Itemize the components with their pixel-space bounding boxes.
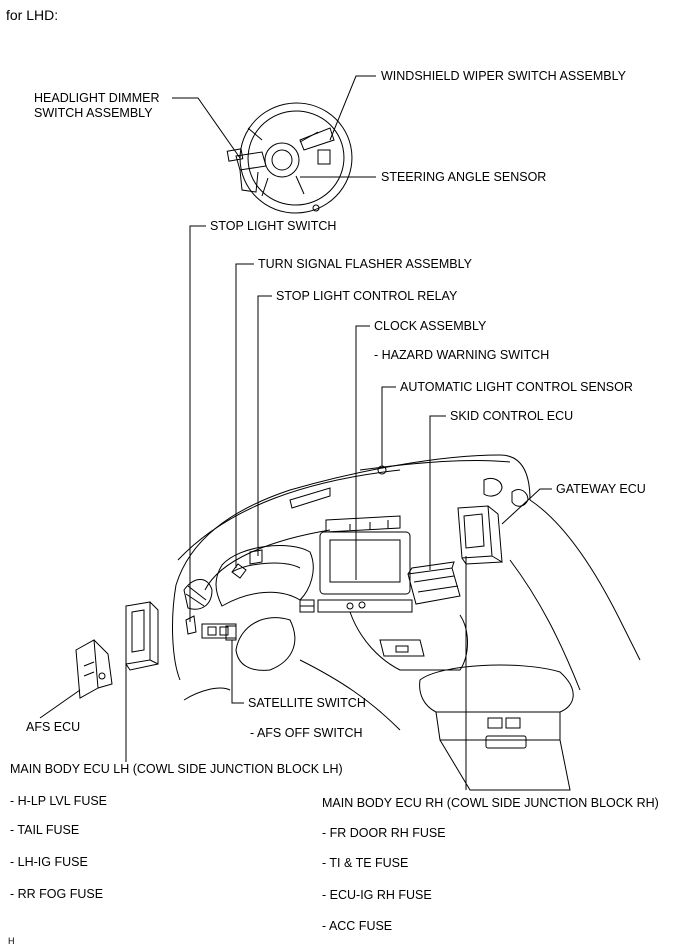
label-steering-angle-sensor: STEERING ANGLE SENSOR — [381, 170, 547, 184]
rh-fuse-item: - TI & TE FUSE — [322, 856, 409, 870]
leader-skid — [430, 416, 446, 570]
label-windshield-wiper: WINDSHIELD WIPER SWITCH ASSEMBLY — [381, 69, 626, 83]
rh-fuse-item: - ECU-IG RH FUSE — [322, 888, 432, 902]
leader-headlight — [172, 98, 240, 158]
label-headlight-dimmer-line2: SWITCH ASSEMBLY — [34, 106, 153, 120]
label-gateway-ecu: GATEWAY ECU — [556, 482, 646, 496]
label-clock-assembly: CLOCK ASSEMBLY — [374, 319, 487, 333]
lh-fuse-item: - H-LP LVL FUSE — [10, 794, 108, 808]
leader-gateway — [502, 489, 552, 524]
label-main-body-ecu-rh: MAIN BODY ECU RH (COWL SIDE JUNCTION BLO… — [322, 796, 659, 810]
leader-stop-light-relay — [258, 296, 272, 556]
leader-stop-light-switch — [190, 226, 206, 622]
label-headlight-dimmer: HEADLIGHT DIMMER — [34, 91, 160, 105]
rh-fuse-item: - ACC FUSE — [322, 919, 393, 933]
steering-wheel — [227, 93, 362, 224]
label-automatic-light-sensor: AUTOMATIC LIGHT CONTROL SENSOR — [400, 380, 633, 394]
label-satellite-switch: SATELLITE SWITCH — [248, 696, 366, 710]
skid-control-ecu — [408, 562, 460, 604]
leader-wiper — [330, 76, 376, 140]
label-skid-control-ecu: SKID CONTROL ECU — [450, 409, 574, 423]
figure-code: H — [8, 936, 15, 946]
lh-fuse-item: - RR FOG FUSE — [10, 887, 104, 901]
afs-ecu — [76, 640, 112, 698]
page-title: for LHD: — [6, 7, 59, 23]
label-afs-off-switch: - AFS OFF SWITCH — [250, 726, 363, 740]
rh-fuse-item: - FR DOOR RH FUSE — [322, 826, 446, 840]
dashboard-outline — [173, 455, 640, 790]
lh-fuse-item: - TAIL FUSE — [10, 823, 80, 837]
leader-clock — [356, 326, 370, 580]
leader-turn-signal — [236, 264, 254, 568]
label-main-body-ecu-lh: MAIN BODY ECU LH (COWL SIDE JUNCTION BLO… — [10, 762, 343, 776]
label-stop-light-control-relay: STOP LIGHT CONTROL RELAY — [276, 289, 458, 303]
leader-satellite — [232, 640, 244, 703]
label-afs-ecu: AFS ECU — [26, 720, 81, 734]
label-stop-light-switch: STOP LIGHT SWITCH — [210, 219, 337, 233]
leader-afs-ecu — [40, 690, 80, 718]
label-hazard-warning-switch: - HAZARD WARNING SWITCH — [374, 348, 550, 362]
main-body-ecu-rh — [458, 506, 502, 564]
small-sensors — [186, 466, 386, 640]
main-body-ecu-lh — [126, 602, 158, 670]
leader-auto-light — [382, 387, 396, 466]
lh-fuse-item: - LH-IG FUSE — [10, 855, 88, 869]
label-turn-signal-flasher: TURN SIGNAL FLASHER ASSEMBLY — [258, 257, 472, 271]
